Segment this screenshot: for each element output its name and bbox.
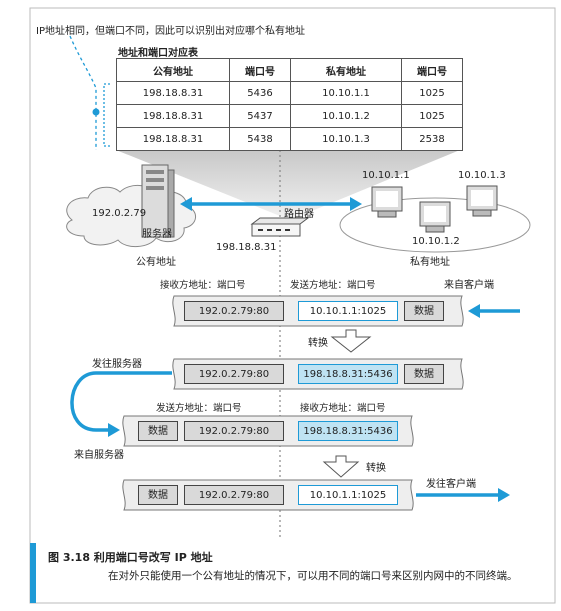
- to-client-label: 发往客户端: [426, 479, 476, 490]
- table-row: 198.18.8.31 5437 10.10.1.2 1025: [116, 104, 463, 128]
- p1-data-field: 数据: [404, 301, 444, 321]
- private-address-label: 私有地址: [410, 257, 450, 268]
- server-label: 服务器: [142, 229, 172, 240]
- table-cell: 10.10.1.3: [290, 127, 402, 151]
- public-address-label: 公有地址: [136, 257, 176, 268]
- from-client-label: 来自客户端: [444, 280, 494, 291]
- table-row: 198.18.8.31 5436 10.10.1.1 1025: [116, 81, 463, 105]
- table-row: 198.18.8.31 5438 10.10.1.3 2538: [116, 127, 463, 151]
- from-server-label: 来自服务器: [74, 450, 124, 461]
- table-cell: 2538: [401, 127, 463, 151]
- table-cell: 10.10.1.1: [290, 81, 402, 105]
- note-dot: [92, 108, 100, 116]
- server-icon: [141, 164, 175, 238]
- router-icon: [250, 217, 310, 237]
- client1-ip: 10.10.1.1: [362, 170, 410, 181]
- table-cell: 5436: [229, 81, 291, 105]
- figure-caption-title: 图 3.18 利用端口号改写 IP 地址: [48, 551, 213, 564]
- src-label-2: 发送方地址：端口号: [156, 403, 242, 414]
- table-funnel: [116, 150, 460, 220]
- table-cell: 1025: [401, 104, 463, 128]
- p4-dst-field: 10.10.1.1:1025: [298, 485, 398, 505]
- p2-src-field: 198.18.8.31:5436: [298, 364, 398, 384]
- table-cell: 198.18.8.31: [116, 127, 230, 151]
- table-cell: 198.18.8.31: [116, 81, 230, 105]
- table-cell: 5438: [229, 127, 291, 151]
- server-ip-label: 192.0.2.79: [92, 208, 147, 219]
- router-label: 路由器: [284, 209, 314, 220]
- private-network: [339, 197, 531, 253]
- address-port-table: 公有地址 端口号 私有地址 端口号 198.18.8.31 5436 10.10…: [116, 58, 463, 151]
- client2-ip: 10.10.1.2: [412, 236, 460, 247]
- router-ip-label: 198.18.8.31: [216, 242, 277, 253]
- dst-label-2: 接收方地址：端口号: [300, 403, 386, 414]
- col-private-address: 私有地址: [290, 58, 402, 82]
- col-public-address: 公有地址: [116, 58, 230, 82]
- convert-arrow-1: [330, 329, 372, 353]
- col-public-port: 端口号: [229, 58, 291, 82]
- src-label-1: 发送方地址：端口号: [290, 280, 376, 291]
- client3-ip: 10.10.1.3: [458, 170, 506, 181]
- p3-src-field: 192.0.2.79:80: [184, 421, 284, 441]
- figure-caption-body: 在对外只能使用一个公有地址的情况下，可以用不同的端口号来区别内网中的不同终端。: [108, 570, 518, 582]
- note-bracket: [103, 83, 110, 147]
- convert-label-1: 转换: [308, 338, 328, 349]
- to-server-label: 发往服务器: [92, 359, 142, 370]
- note-leader: [69, 35, 97, 150]
- caption-bar: [30, 543, 36, 603]
- p2-data-field: 数据: [404, 364, 444, 384]
- note-text: IP地址相同，但端口不同，因此可以识别出对应哪个私有地址: [36, 26, 305, 37]
- to-server-curve: [70, 371, 172, 432]
- p3-data-field: 数据: [138, 421, 178, 441]
- p4-src-field: 192.0.2.79:80: [184, 485, 284, 505]
- figure-frame: [29, 7, 556, 604]
- table-cell: 5437: [229, 104, 291, 128]
- dst-label-1: 接收方地址：端口号: [160, 280, 246, 291]
- p1-src-field: 10.10.1.1:1025: [298, 301, 398, 321]
- table-cell: 10.10.1.2: [290, 104, 402, 128]
- p3-dst-field: 198.18.8.31:5436: [298, 421, 398, 441]
- col-private-port: 端口号: [401, 58, 463, 82]
- p1-dst-field: 192.0.2.79:80: [184, 301, 284, 321]
- pc-icon-2: [419, 201, 451, 233]
- table-cell: 198.18.8.31: [116, 104, 230, 128]
- p4-data-field: 数据: [138, 485, 178, 505]
- table-title: 地址和端口对应表: [118, 48, 198, 59]
- convert-label-2: 转换: [366, 463, 386, 474]
- pc-icon-1: [371, 186, 403, 218]
- table-header-row: 公有地址 端口号 私有地址 端口号: [116, 58, 463, 82]
- pc-icon-3: [466, 185, 498, 217]
- table-cell: 1025: [401, 81, 463, 105]
- p2-dst-field: 192.0.2.79:80: [184, 364, 284, 384]
- convert-arrow-2: [322, 455, 360, 478]
